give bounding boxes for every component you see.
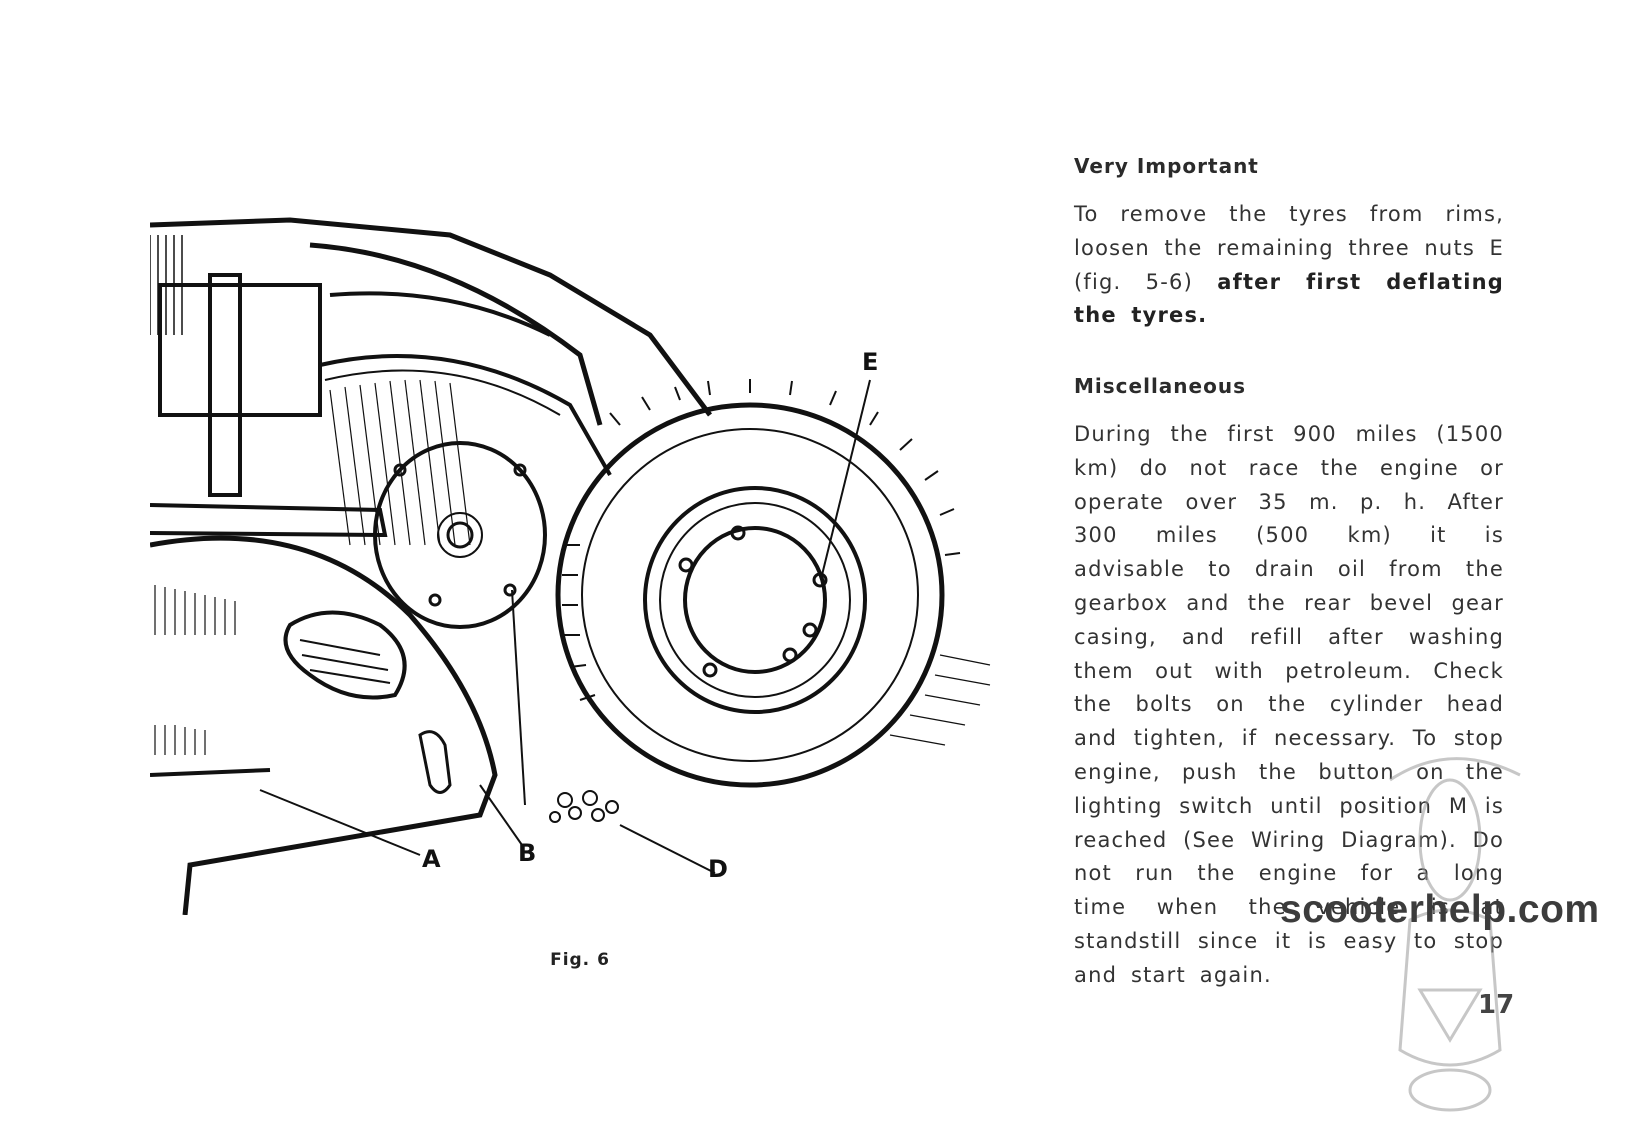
- figure-caption: Fig. 6: [550, 950, 610, 970]
- callout-e: E: [862, 348, 878, 376]
- very-important-text: To remove the tyres from rims, loosen th…: [1074, 202, 1504, 294]
- paragraph-miscellaneous: During the first 900 miles (1500 km) do …: [1074, 422, 1504, 987]
- callout-d: D: [708, 855, 728, 883]
- callout-b: B: [518, 839, 536, 867]
- watermark-text: scooterhelp.com: [1280, 888, 1600, 931]
- heading-miscellaneous: Miscellaneous: [1074, 374, 1246, 398]
- callout-a: A: [422, 845, 441, 873]
- very-important-bold-text: after first deflating the tyres.: [1074, 269, 1504, 328]
- page-number: 17: [1478, 990, 1515, 1020]
- scooter-wheel-illustration: A B D E: [150, 217, 991, 915]
- scooter-watermark-icon: [1389, 757, 1521, 1112]
- heading-very-important: Very Important: [1074, 154, 1259, 178]
- paragraph-very-important: To remove the tyres from rims, loosen th…: [1074, 198, 1504, 333]
